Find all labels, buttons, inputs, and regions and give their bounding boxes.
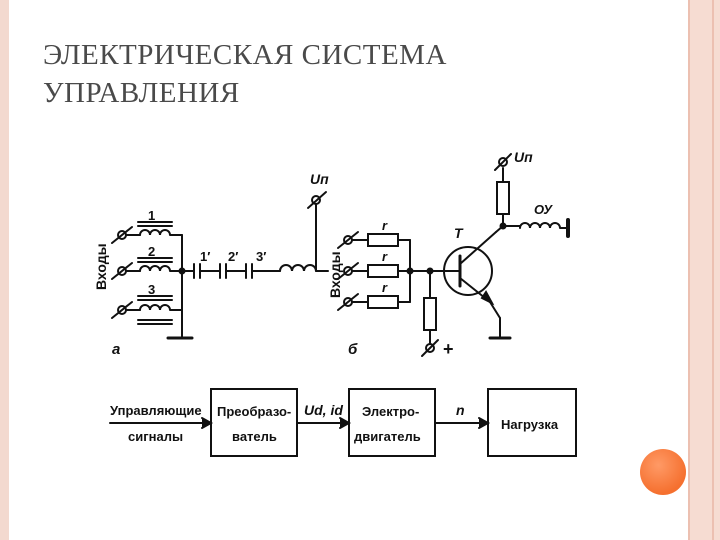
input-signal-label-line1: Управляющие (110, 403, 202, 418)
supply-label: Uп (514, 149, 533, 165)
output-coil-ou (519, 222, 569, 229)
circuit-b (337, 153, 570, 357)
coil-label: 1 (148, 208, 155, 223)
circuit-b-inputs-label: Входы (327, 251, 343, 298)
input-signal-label-line2: сигналы (128, 429, 183, 444)
resistor-label: r (382, 280, 388, 295)
resistor (367, 264, 399, 278)
transistor (441, 231, 512, 340)
series-label: 3′ (256, 249, 266, 264)
supply-label: Uп (310, 171, 329, 187)
load-block (487, 388, 577, 457)
circuit-a-inputs-label: Входы (93, 243, 109, 290)
right-border-line (688, 0, 690, 540)
slide-title-line2: УПРАВЛЕНИЯ (43, 77, 240, 109)
bias-resistor (423, 297, 437, 331)
left-border-decoration (0, 0, 9, 540)
control-coil (139, 304, 183, 311)
control-coil (139, 229, 183, 236)
control-coil (139, 265, 183, 272)
block-label: двигатель (354, 429, 421, 444)
collector-resistor (496, 181, 510, 215)
output-coil (279, 204, 317, 272)
figure-label-b: б (348, 341, 358, 358)
coil-label: 3 (148, 282, 155, 297)
block-label: Преобразо- (217, 404, 291, 419)
transistor-label: T (454, 225, 464, 241)
block-label: ватель (232, 429, 277, 444)
input-terminal (337, 293, 369, 311)
resistor-label: r (382, 249, 388, 264)
slide-title: ЭЛЕКТРИЧЕСКАЯ СИСТЕМА УПРАВЛЕНИЯ (43, 36, 663, 112)
control-system-diagram: Входы 1 2 3 1′ 2′ 3′ Uп а (93, 149, 577, 457)
motor-block (348, 388, 436, 457)
slide-title-line1: ЭЛЕКТРИЧЕСКАЯ СИСТЕМА (43, 39, 447, 71)
circuit-a (111, 191, 329, 340)
input-terminal (337, 231, 369, 249)
resistor (367, 233, 399, 247)
decorative-orange-circle (640, 449, 686, 495)
block-diagram (109, 388, 577, 457)
series-label: 2′ (228, 249, 238, 264)
coil-label-ou: ОУ (534, 202, 553, 217)
input-terminal (111, 262, 141, 280)
block-label: Электро- (362, 404, 419, 419)
block-label: Нагрузка (501, 417, 559, 432)
input-terminal (111, 226, 141, 244)
resistor-label: r (382, 218, 388, 233)
converter-block (210, 388, 298, 457)
input-terminal (337, 262, 369, 280)
resistor (367, 295, 399, 309)
series-label: 1′ (200, 249, 210, 264)
right-border-line (712, 0, 714, 540)
coil-label: 2 (148, 244, 155, 259)
input-terminal (111, 301, 141, 319)
link-label: n (456, 402, 465, 418)
figure-label-a: а (112, 341, 120, 358)
right-border-band (690, 0, 720, 540)
plus-label: + (443, 339, 454, 359)
link-label: Ud, id (304, 402, 343, 418)
